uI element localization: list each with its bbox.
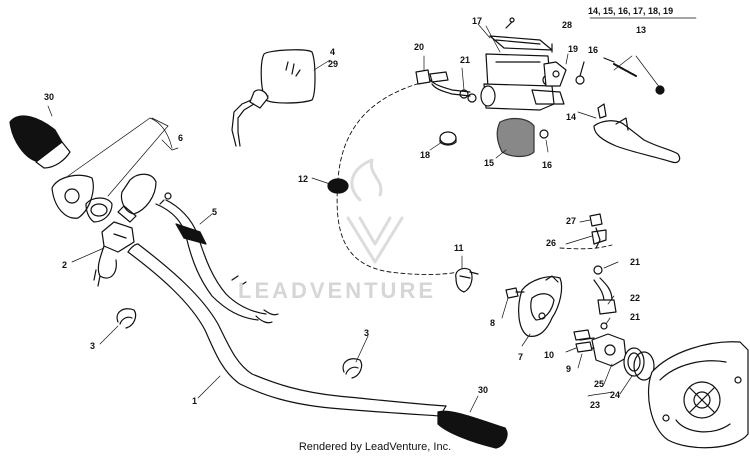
label-23: 23	[590, 400, 601, 410]
bolt-8	[505, 287, 525, 299]
label-1: 1	[192, 396, 198, 406]
label-30-left: 30	[44, 92, 55, 102]
label-18: 18	[420, 150, 431, 160]
cable-guide	[327, 178, 349, 194]
group-leaders	[477, 17, 697, 119]
label-26: 26	[546, 238, 557, 248]
footer-credit: Rendered by LeadVenture, Inc.	[298, 441, 452, 453]
label-2: 2	[62, 260, 68, 270]
label-15: 15	[484, 158, 495, 168]
leader-lines	[67, 117, 179, 197]
grip-left	[9, 115, 71, 169]
engine-case	[647, 341, 749, 449]
kill-switch	[93, 221, 135, 287]
handlebar	[127, 243, 447, 417]
label-25: 25	[594, 379, 605, 389]
watermark-text: LEADVENTURE	[238, 278, 437, 303]
hose-22	[593, 265, 617, 330]
label-5: 5	[212, 207, 218, 217]
brake-lever	[593, 57, 681, 164]
label-6: 6	[178, 133, 184, 143]
label-29: 29	[328, 59, 339, 69]
label-9: 9	[566, 364, 572, 374]
label-30-right: 30	[478, 385, 489, 395]
label-17: 17	[472, 16, 483, 26]
watermark-logo	[346, 158, 404, 264]
label-28: 28	[562, 20, 573, 30]
label-3-left: 3	[90, 341, 96, 351]
label-21-low: 21	[630, 312, 641, 322]
group-title: 14, 15, 16, 17, 18, 19	[588, 6, 674, 16]
label-10: 10	[544, 350, 555, 360]
label-21-mid: 21	[630, 257, 641, 267]
label-14: 14	[566, 112, 577, 122]
group-number: 13	[636, 25, 647, 35]
hose-fitting-27	[589, 213, 607, 249]
washer-16	[539, 61, 585, 139]
label-24: 24	[610, 390, 621, 400]
label-27: 27	[566, 216, 577, 226]
switch-housing	[51, 173, 172, 223]
label-22: 22	[630, 293, 641, 303]
cable-routing	[336, 79, 613, 275]
clip-right	[342, 358, 363, 379]
brake-pad	[496, 117, 535, 158]
label-4: 4	[330, 47, 336, 57]
reservoir-cap	[439, 131, 457, 146]
label-19: 19	[568, 44, 579, 54]
master-cylinder	[480, 17, 567, 111]
label-7: 7	[518, 352, 524, 362]
label-16-bottom: 16	[542, 160, 553, 170]
bolts-9-10	[573, 329, 593, 353]
label-16-top: 16	[588, 45, 599, 55]
cable-end-11	[455, 267, 479, 293]
label-3-right: 3	[364, 328, 370, 338]
clamp-7	[518, 275, 563, 337]
banjo-bolt	[415, 69, 477, 103]
mirror	[231, 49, 316, 147]
grip-right	[437, 410, 508, 449]
clip-left	[116, 308, 137, 329]
label-21-top: 21	[460, 55, 471, 65]
label-20: 20	[414, 42, 425, 52]
caliper	[579, 333, 655, 381]
throttle-cables	[155, 199, 279, 324]
label-12: 12	[298, 174, 309, 184]
label-leaders	[47, 55, 633, 413]
label-11: 11	[454, 243, 464, 253]
label-8: 8	[490, 318, 496, 328]
